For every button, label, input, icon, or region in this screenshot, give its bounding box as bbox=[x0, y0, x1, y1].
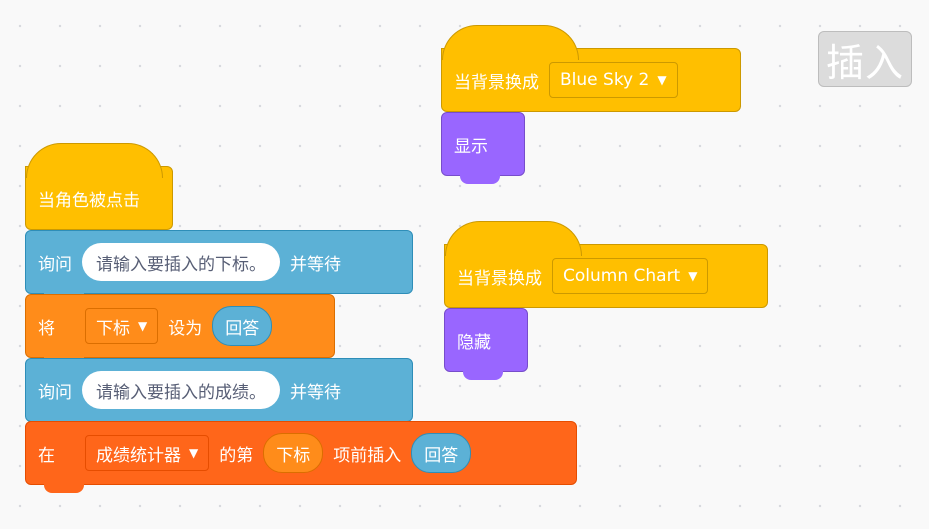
show-block[interactable]: 显示 bbox=[441, 112, 525, 184]
to-label: 设为 bbox=[168, 318, 203, 339]
backdrop-dropdown[interactable]: Column Chart ▼ bbox=[552, 258, 709, 294]
list-dropdown[interactable]: 成绩统计器 ▼ bbox=[85, 435, 210, 471]
ask-and-wait-block-2[interactable]: 询问 请输入要插入的成绩。 并等待 bbox=[25, 358, 413, 430]
and-wait-label: 并等待 bbox=[290, 254, 341, 275]
variable-name: 下标 bbox=[96, 318, 130, 339]
set-variable-block[interactable]: 将 下标 ▼ 设为 回答 bbox=[25, 294, 335, 366]
ask-label: 询问 bbox=[38, 254, 72, 275]
index-reporter[interactable]: 下标 bbox=[263, 433, 324, 473]
caret-down-icon: ▼ bbox=[688, 269, 698, 283]
caret-down-icon: ▼ bbox=[138, 319, 148, 333]
variable-dropdown[interactable]: 下标 ▼ bbox=[85, 308, 159, 344]
caret-down-icon: ▼ bbox=[657, 73, 667, 87]
of-item-label: 的第 bbox=[219, 445, 254, 466]
ask-label: 询问 bbox=[38, 382, 72, 403]
backdrop-value: Blue Sky 2 bbox=[560, 70, 650, 90]
caret-down-icon: ▼ bbox=[189, 446, 199, 460]
answer-reporter[interactable]: 回答 bbox=[411, 433, 472, 473]
answer-reporter[interactable]: 回答 bbox=[212, 306, 273, 346]
question-input[interactable]: 请输入要插入的下标。 bbox=[82, 243, 280, 281]
hide-label: 隐藏 bbox=[457, 332, 491, 353]
hide-block[interactable]: 隐藏 bbox=[444, 308, 528, 380]
when-backdrop-switches-hat-2[interactable]: 当背景换成 Column Chart ▼ bbox=[444, 221, 768, 308]
show-label: 显示 bbox=[454, 136, 488, 157]
insert-button[interactable]: 插入 bbox=[818, 31, 912, 87]
backdrop-dropdown[interactable]: Blue Sky 2 ▼ bbox=[549, 62, 678, 98]
ask-and-wait-block-1[interactable]: 询问 请输入要插入的下标。 并等待 bbox=[25, 230, 413, 302]
hat-label: 当背景换成 bbox=[454, 72, 539, 93]
backdrop-value: Column Chart bbox=[563, 266, 681, 286]
hat-label: 当角色被点击 bbox=[38, 190, 140, 211]
at-label: 在 bbox=[38, 445, 55, 466]
insert-before-label: 项前插入 bbox=[333, 445, 402, 466]
and-wait-label: 并等待 bbox=[290, 382, 341, 403]
question-input[interactable]: 请输入要插入的成绩。 bbox=[82, 371, 280, 409]
set-label: 将 bbox=[38, 318, 55, 339]
list-name: 成绩统计器 bbox=[96, 445, 181, 466]
when-sprite-clicked-hat[interactable]: 当角色被点击 bbox=[25, 143, 173, 230]
when-backdrop-switches-hat-1[interactable]: 当背景换成 Blue Sky 2 ▼ bbox=[441, 25, 741, 112]
hat-label: 当背景换成 bbox=[457, 268, 542, 289]
insert-at-list-block[interactable]: 在 成绩统计器 ▼ 的第 下标 项前插入 回答 bbox=[25, 421, 577, 493]
